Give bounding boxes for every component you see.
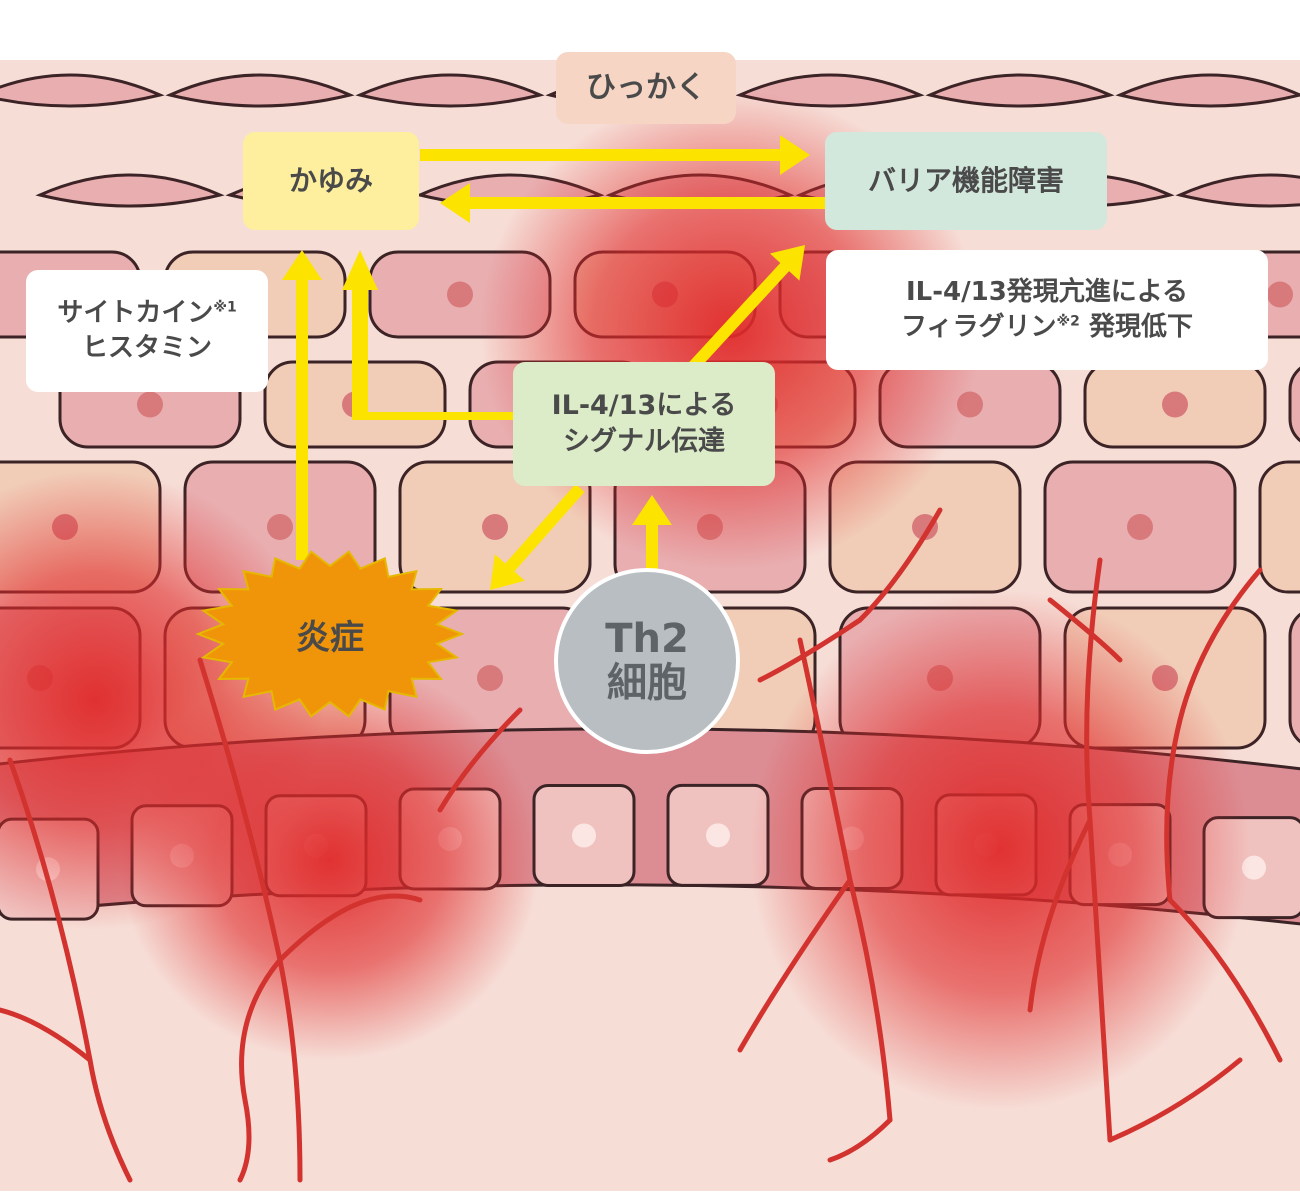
cell-nucleus	[1267, 281, 1293, 308]
cytokine-box: サイトカイン※1 ヒスタミン	[26, 270, 268, 392]
filaggrin-note: ※2	[1056, 313, 1080, 330]
cell-nucleus	[477, 665, 503, 691]
scratch-label: ひっかく	[586, 69, 706, 105]
flat-cell	[0, 73, 165, 108]
arrow-signal-to-itch	[342, 250, 513, 420]
inflammation-burst	[195, 550, 465, 718]
filaggrin-decrease: 発現低下	[1079, 312, 1193, 342]
blood-vessel	[1027, 817, 1093, 1013]
blood-vessel	[1047, 597, 1123, 663]
filaggrin-line1: IL-4/13発現亢進による	[905, 276, 1189, 307]
blood-vessel	[737, 877, 853, 1053]
barrier-label: バリア機能障害	[867, 164, 1064, 198]
flat-cell	[925, 73, 1115, 108]
inflammation-glow	[120, 660, 540, 1060]
arrow-barrier-to-itch	[440, 183, 826, 223]
flat-cell	[165, 73, 355, 108]
blood-vessel	[237, 957, 283, 1183]
signal-box: IL-4/13による シグナル伝達	[513, 362, 775, 486]
blood-vessel	[277, 893, 423, 963]
arrow-inflammation-to-itch	[282, 250, 322, 560]
filaggrin-line2: フィラグリン※2 発現低下	[901, 310, 1193, 345]
cell-nucleus	[137, 391, 163, 418]
arrow-itch-to-barrier	[420, 135, 810, 175]
histamine-label: ヒスタミン	[81, 333, 212, 363]
cytokine-text: サイトカイン	[57, 297, 214, 328]
basal-nucleus	[572, 823, 596, 848]
itch-box: かゆみ	[243, 132, 419, 230]
scratch-label-box: ひっかく	[556, 52, 736, 124]
blood-vessel	[0, 1007, 93, 1063]
skin-cell	[1288, 366, 1300, 443]
signal-line1: IL-4/13による	[551, 389, 737, 421]
inflammation-glow	[750, 590, 1250, 1110]
blood-vessel	[1107, 1057, 1243, 1143]
skin-cell	[1288, 612, 1300, 744]
th2-cell	[554, 568, 740, 754]
th2-label: Th2 細胞	[556, 570, 738, 752]
blood-vessel	[827, 1117, 893, 1163]
barrier-dysfunction-box: バリア機能障害	[825, 132, 1107, 230]
signal-line2: シグナル伝達	[563, 426, 725, 457]
th2-line1: Th2	[605, 616, 689, 662]
cell-nucleus	[267, 514, 293, 540]
cytokine-note: ※1	[213, 299, 237, 316]
th2-line2: 細胞	[607, 660, 687, 706]
flat-cell	[1175, 173, 1300, 208]
basal-nucleus	[706, 823, 730, 848]
blood-vessel	[757, 507, 943, 683]
flat-cell	[35, 173, 225, 208]
blood-vessel	[437, 707, 523, 813]
skin-cell	[1258, 460, 1300, 594]
cell-nucleus	[482, 514, 508, 540]
filaggrin-box: IL-4/13発現亢進による フィラグリン※2 発現低下	[826, 250, 1268, 370]
filaggrin-text: フィラグリン	[901, 312, 1057, 342]
arrow-signal-to-barrier	[685, 245, 805, 375]
flat-cell	[1115, 73, 1300, 108]
blood-vessel	[197, 657, 303, 1183]
blood-vessel	[1167, 897, 1283, 1063]
blood-vessel	[7, 757, 133, 1183]
arrow-th2-to-signal	[632, 495, 672, 570]
inflammation-label: 炎症	[296, 617, 364, 658]
itch-label: かゆみ	[288, 164, 373, 198]
cell-nucleus	[1127, 514, 1153, 540]
cell-nucleus	[447, 281, 473, 308]
cell-nucleus	[1162, 391, 1188, 418]
flat-cell	[355, 73, 545, 108]
arrow-signal-to-inflammation	[490, 484, 585, 590]
cytokine-line1: サイトカイン※1	[57, 296, 236, 331]
blood-vessel	[1164, 567, 1263, 903]
